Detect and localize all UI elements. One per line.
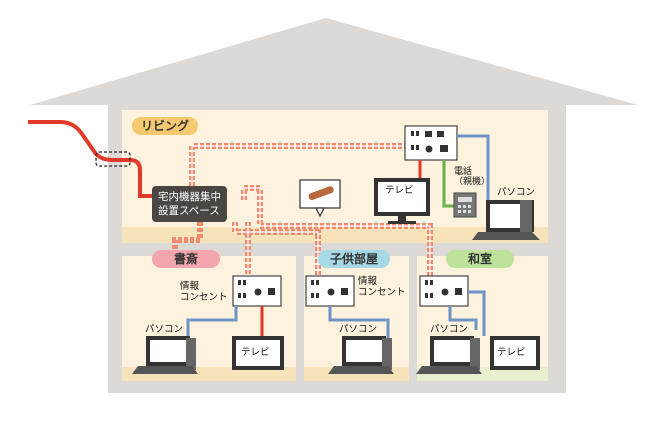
equipment-hub-box: 宅内機器集中 設置スペース bbox=[152, 186, 227, 222]
outlet-label-line1: 情報 bbox=[180, 281, 200, 292]
pc-label: パソコン bbox=[497, 187, 536, 198]
cable-sample-callout bbox=[299, 179, 341, 218]
outlet-label: 情報 コンセント bbox=[358, 276, 406, 298]
outlet-label-line2: コンセント bbox=[180, 292, 228, 303]
living-room-floor bbox=[122, 227, 548, 243]
computer-icon bbox=[132, 336, 198, 374]
tv-icon bbox=[232, 336, 284, 370]
tv-label: テレビ bbox=[241, 347, 270, 358]
room-tag-study: 書斎 bbox=[152, 250, 220, 268]
pc-label: パソコン bbox=[339, 324, 378, 335]
hub-label-line2: 設置スペース bbox=[158, 205, 220, 217]
tv-label: テレビ bbox=[385, 185, 414, 196]
outlet-label-line2: コンセント bbox=[358, 287, 406, 298]
computer-icon bbox=[416, 336, 482, 374]
tv-icon bbox=[374, 178, 430, 224]
tv-label: テレビ bbox=[497, 347, 526, 358]
incoming-cable bbox=[28, 120, 152, 198]
phone-label-line1: 電話 bbox=[454, 167, 473, 177]
pc-label: パソコン bbox=[145, 324, 184, 335]
pc-label: パソコン bbox=[430, 324, 469, 335]
computer-icon bbox=[328, 336, 394, 374]
computer-icon bbox=[472, 200, 540, 240]
room-tag-living: リビング bbox=[132, 117, 198, 135]
phone-label-line2: （親機） bbox=[454, 177, 491, 187]
room-tag-kids: 子供部屋 bbox=[318, 250, 390, 268]
room-tag-japanese: 和室 bbox=[446, 250, 514, 268]
wall-entry-marker bbox=[95, 151, 131, 167]
outlet-label: 情報 コンセント bbox=[180, 281, 228, 303]
phone-label: 電話 （親機） bbox=[454, 167, 490, 187]
outlet-label-line1: 情報 bbox=[358, 276, 378, 287]
phone-icon bbox=[453, 192, 477, 218]
house-roof bbox=[30, 18, 638, 105]
tv-icon bbox=[490, 336, 540, 370]
hub-label-line1: 宅内機器集中 bbox=[158, 191, 221, 203]
